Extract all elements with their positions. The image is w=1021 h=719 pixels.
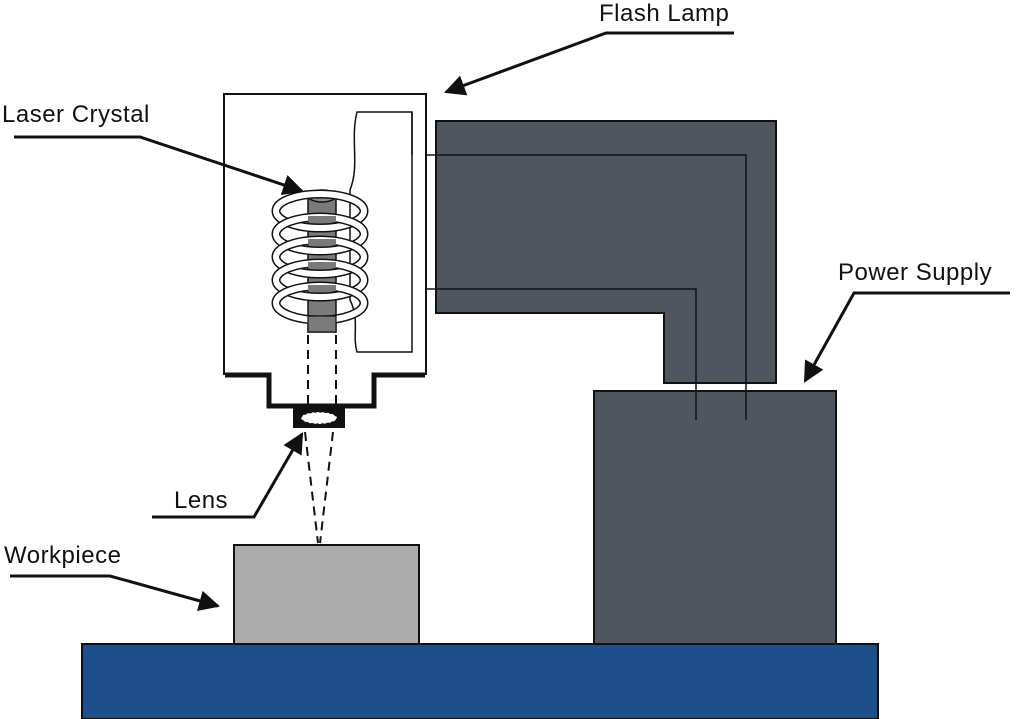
wire-lower [410, 288, 697, 420]
wire-upper [410, 154, 747, 420]
laser-crystal-label: Laser Crystal [2, 101, 150, 128]
laser-crystal-rod-front [308, 216, 336, 222]
focused-beam-left [304, 431, 319, 544]
coil-loop [273, 191, 367, 231]
laser-crystal-rod-front [308, 262, 336, 268]
housing-thick-bottom [225, 372, 425, 409]
flash-lamp-leader [444, 31, 734, 96]
laser-crystal-rod-front [308, 239, 336, 245]
lens-label: Lens [174, 487, 229, 514]
flash-lamp-label: Flash Lamp [599, 0, 730, 27]
power-supply-label: Power Supply [838, 259, 993, 286]
lens-element [300, 411, 338, 425]
flash-lamp-reflector [349, 111, 413, 353]
laser-crystal-leader [14, 135, 304, 195]
laser-crystal-rod-front [308, 285, 336, 291]
base-plate [81, 643, 879, 719]
laser-crystal-rod-bottom [307, 315, 337, 333]
workpiece-leader [10, 574, 221, 612]
lens-leader [152, 432, 304, 519]
workpiece-label: Workpiece [4, 542, 122, 569]
workpiece-block [233, 544, 420, 645]
power-supply-leader [803, 291, 1010, 383]
focused-beam-right [319, 431, 334, 544]
power-supply-box [593, 390, 837, 645]
lamp-housing-conduit [435, 120, 777, 384]
